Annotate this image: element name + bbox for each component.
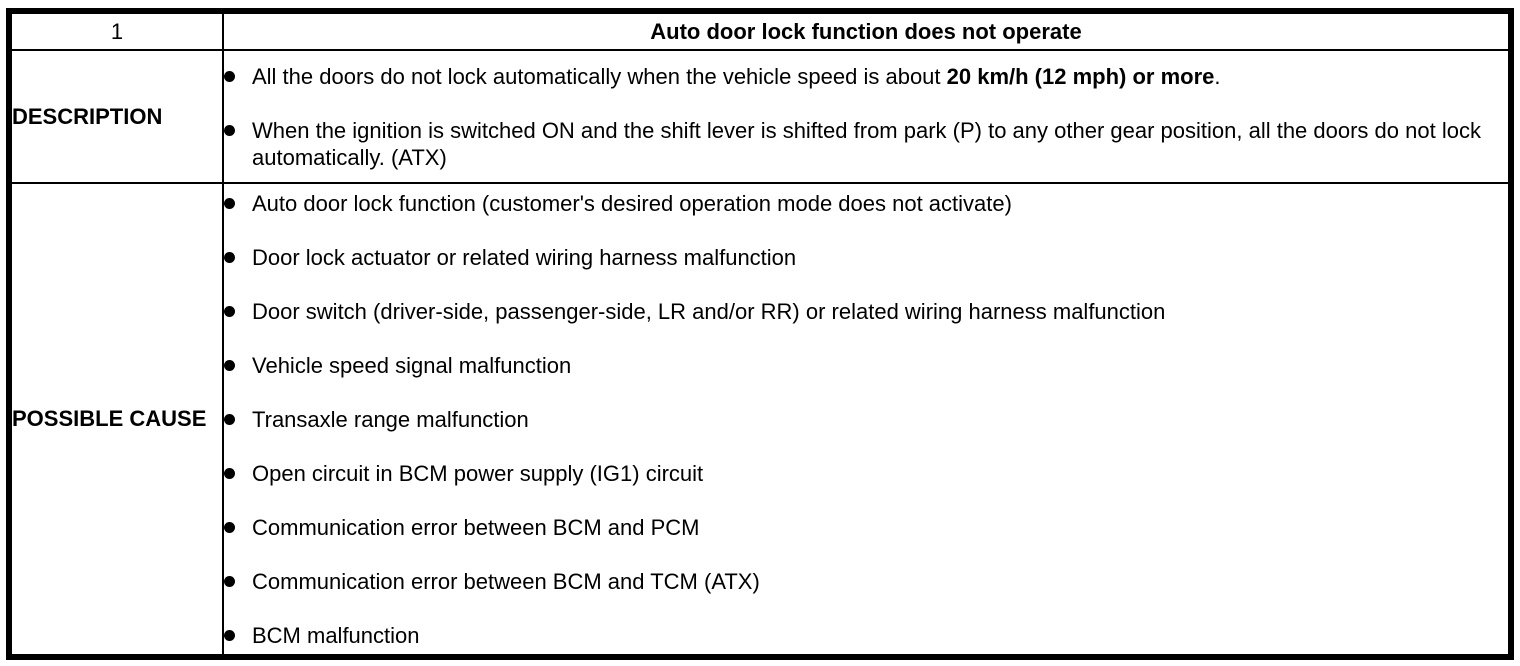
bullet-item: All the doors do not lock automatically … [224, 63, 1508, 90]
bullet-item: Transaxle range malfunction [224, 406, 1508, 433]
description-bullet-list: All the doors do not lock automatically … [224, 63, 1508, 171]
bullet-text: When the ignition is switched ON and the… [252, 117, 1481, 170]
bullet-icon [224, 575, 235, 587]
bullet-item: Communication error between BCM and TCM … [224, 568, 1508, 595]
bullet-item: Door switch (driver-side, passenger-side… [224, 298, 1508, 325]
symptom-title: Auto door lock function does not operate [222, 12, 1510, 51]
possible-cause-row: POSSIBLE CAUSE Auto door lock function (… [10, 182, 1510, 656]
bullet-item: Open circuit in BCM power supply (IG1) c… [224, 460, 1508, 487]
bullet-icon [224, 629, 235, 641]
bullet-icon [224, 251, 235, 263]
bullet-text: Communication error between BCM and PCM [252, 514, 700, 540]
description-row: DESCRIPTION All the doors do not lock au… [10, 49, 1510, 184]
bullet-item: Door lock actuator or related wiring har… [224, 244, 1508, 271]
bullet-item: Communication error between BCM and PCM [224, 514, 1508, 541]
bullet-text: Transaxle range malfunction [252, 406, 529, 432]
header-row: 1 Auto door lock function does not opera… [10, 12, 1510, 51]
troubleshooting-table-border: 1 Auto door lock function does not opera… [6, 8, 1514, 660]
possible-cause-label: POSSIBLE CAUSE [10, 182, 224, 656]
bullet-item: When the ignition is switched ON and the… [224, 117, 1508, 171]
bullet-icon [224, 197, 235, 209]
bullet-icon [224, 70, 235, 82]
possible-cause-bullet-list: Auto door lock function (customer's desi… [224, 190, 1508, 649]
bullet-text: All the doors do not lock automatically … [252, 63, 1221, 89]
bullet-icon [224, 305, 235, 317]
description-label: DESCRIPTION [10, 49, 224, 184]
bullet-icon [224, 467, 235, 479]
bullet-text: Vehicle speed signal malfunction [252, 352, 572, 378]
bullet-icon [224, 124, 235, 136]
bullet-item: Auto door lock function (customer's desi… [224, 190, 1508, 217]
bullet-text: Door switch (driver-side, passenger-side… [252, 298, 1166, 324]
bullet-item: BCM malfunction [224, 622, 1508, 649]
bullet-text: Door lock actuator or related wiring har… [252, 244, 797, 270]
bullet-text: Auto door lock function (customer's desi… [252, 190, 1012, 216]
bullet-text: Open circuit in BCM power supply (IG1) c… [252, 460, 704, 486]
possible-cause-content-cell: Auto door lock function (customer's desi… [222, 182, 1510, 656]
bullet-text: Communication error between BCM and TCM … [252, 568, 760, 594]
bullet-icon [224, 359, 235, 371]
bullet-icon [224, 521, 235, 533]
bullet-item: Vehicle speed signal malfunction [224, 352, 1508, 379]
symptom-number: 1 [10, 12, 224, 51]
description-content-cell: All the doors do not lock automatically … [222, 49, 1510, 184]
troubleshooting-table: 1 Auto door lock function does not opera… [10, 12, 1510, 656]
bullet-text: BCM malfunction [252, 622, 420, 648]
bullet-icon [224, 413, 235, 425]
